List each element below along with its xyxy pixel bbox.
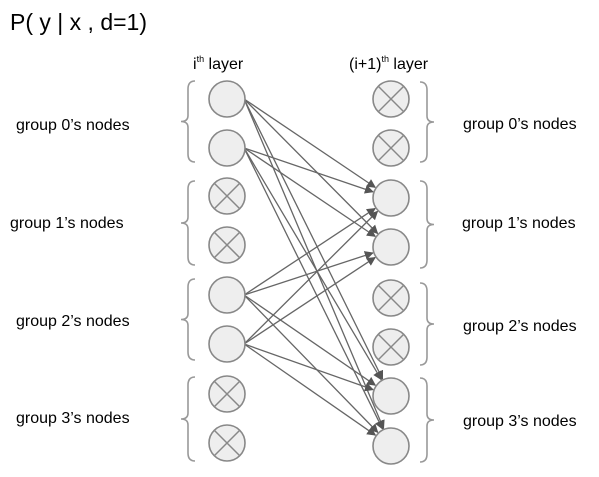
left-node-5 [208,325,246,363]
masked-right-node-5 [372,328,410,366]
edge-0-to-3 [243,98,379,235]
masked-right-node-0 [372,80,410,118]
left-group-3-brace [180,376,196,462]
cross-icon [214,430,240,456]
masked-right-node-4 [372,279,410,317]
masked-right-node-1 [372,129,410,167]
edge-0-to-2 [243,98,376,188]
left-layer-label: ith layer [193,54,244,73]
right-group-2-brace [419,282,435,366]
edge-4-to-3 [243,251,374,296]
edge-5-to-2 [243,210,379,345]
left-node-1 [208,129,246,167]
masked-left-node-6 [208,375,246,413]
edge-4-to-2 [243,207,376,296]
diagram-title: P( y | x , d=1) [10,9,147,35]
edge-5-to-3 [243,256,376,345]
edge-1-to-2 [243,147,374,194]
layer-nodes [208,80,410,465]
left-group-2-label: group 2’s nodes [16,313,130,330]
left-group-0-brace [180,80,196,163]
edge-1-to-3 [243,147,376,237]
right-group-2-label: group 2’s nodes [463,318,577,335]
right-group-0-label: group 0’s nodes [463,116,577,133]
edge-5-to-7 [243,343,377,436]
left-group-1-brace [180,180,196,266]
right-group-3-brace [419,377,435,463]
right-node-2 [372,179,410,217]
left-group-0-label: group 0’s nodes [16,117,130,134]
right-node-7 [372,427,410,465]
right-group-0-brace [419,81,435,163]
connection-edges [243,98,385,436]
cross-icon [214,183,240,209]
cross-icon [378,135,404,161]
left-group-3-label: group 3’s nodes [16,410,130,427]
left-layer-superscript: th [197,54,205,64]
edge-1-to-7 [243,147,384,430]
edge-4-to-7 [243,294,379,434]
right-group-1-label: group 1’s nodes [462,215,576,232]
cross-icon [378,285,404,311]
left-node-0 [208,80,246,118]
right-group-3-label: group 3’s nodes [463,413,577,430]
group-braces [180,80,435,463]
cross-icon [378,86,404,112]
edge-5-to-6 [243,343,374,392]
left-layer-word: layer [204,56,244,73]
right-layer-label: (i+1)th layer [349,54,429,73]
right-layer-superscript: th [381,54,389,64]
edge-0-to-6 [243,98,384,380]
right-node-3 [372,228,410,266]
masked-left-node-7 [208,424,246,462]
masked-left-node-2 [208,177,246,215]
edge-1-to-6 [243,147,382,381]
right-node-6 [372,377,410,415]
left-node-4 [208,276,246,314]
left-layer-index: i [193,56,197,73]
edge-0-to-7 [243,98,385,430]
right-group-1-brace [419,180,435,269]
edge-4-to-6 [243,294,377,386]
right-layer-index: (i+1) [349,56,381,73]
cross-icon [378,334,404,360]
cross-icon [214,381,240,407]
left-group-1-label: group 1’s nodes [10,215,124,232]
left-group-2-brace [180,278,196,361]
cross-icon [214,232,240,258]
right-layer-word: layer [389,56,429,73]
masked-left-node-3 [208,226,246,264]
